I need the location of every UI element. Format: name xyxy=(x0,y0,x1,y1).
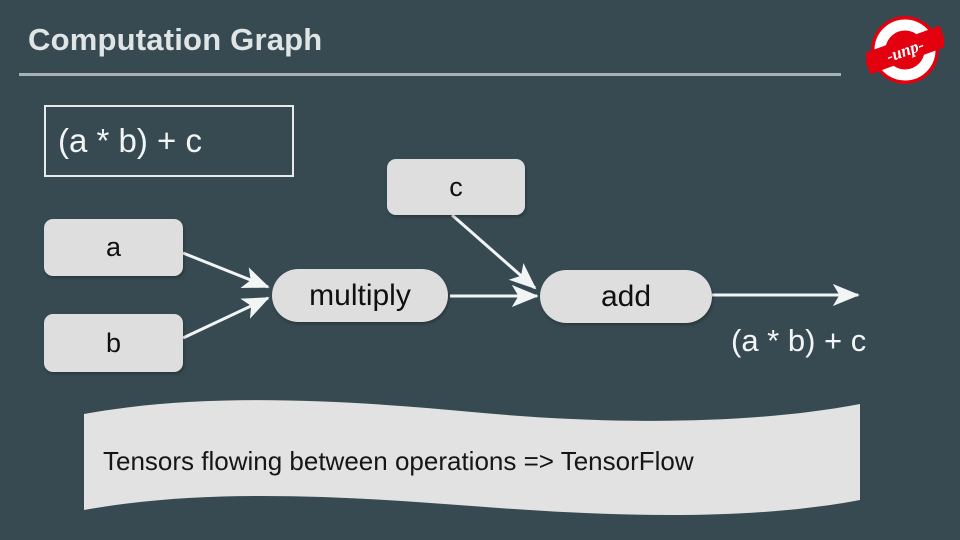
graph-node-b[interactable]: b xyxy=(44,314,183,372)
graph-node-c[interactable]: c xyxy=(387,159,525,215)
graph-node-c-label: c xyxy=(449,171,463,202)
edge-c-to-add xyxy=(451,213,537,290)
edge-a-to-multiply xyxy=(182,251,270,289)
graph-node-b-label: b xyxy=(105,327,122,358)
graph-output-label: (a * b) + c xyxy=(731,323,867,358)
graph-node-multiply-label: multiply xyxy=(309,278,411,312)
formula-box: (a * b) + c xyxy=(44,105,294,177)
formula-text: (a * b) + c xyxy=(58,122,202,159)
edge-b-to-multiply xyxy=(182,296,270,340)
summary-banner-text: Tensors flowing between operations => Te… xyxy=(103,446,694,476)
summary-banner xyxy=(84,400,860,515)
unp-logo: -unp- xyxy=(862,14,948,86)
graph-node-a[interactable]: a xyxy=(44,219,183,276)
graph-node-a-label: a xyxy=(105,232,122,262)
graph-node-add-label: add xyxy=(600,279,652,313)
graph-node-add[interactable]: add xyxy=(540,270,712,323)
title-divider xyxy=(19,73,841,76)
page-title: Computation Graph xyxy=(28,22,323,57)
graph-node-multiply[interactable]: multiply xyxy=(272,269,448,322)
